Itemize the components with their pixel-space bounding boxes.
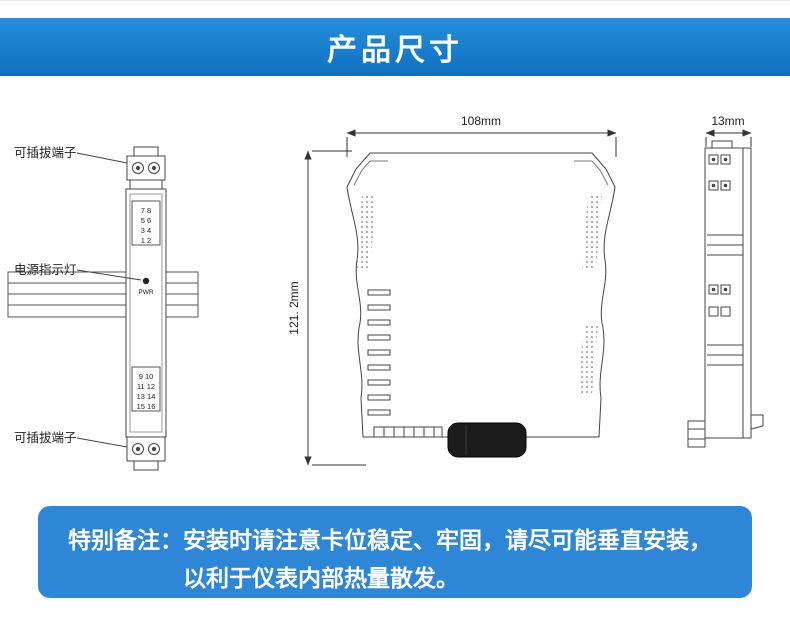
- page-title: 产品尺寸: [327, 34, 463, 67]
- vent-slots: [367, 289, 391, 416]
- dimensions-drawing: 7 8 5 6 3 4 1 2 PWR 9 10 11 12 13 14 15 …: [7, 114, 764, 471]
- depth-dimension-label: 13mm: [711, 114, 744, 128]
- vent-dot-band: [578, 325, 598, 393]
- terminal-row: 5 6: [141, 216, 151, 225]
- front-view-text: 7 8 5 6 3 4 1 2 PWR 9 10 11 12 13 14 15 …: [137, 206, 156, 411]
- terminal-row: 15 16: [137, 402, 156, 411]
- callout-labels: 可插拔端子 电源指示灯 可插拔端子: [14, 145, 142, 448]
- width-dimension: [346, 129, 617, 157]
- page-top-border: [0, 0, 790, 1]
- vent-dot-band: [582, 195, 602, 270]
- din-rail: [7, 271, 199, 318]
- power-led: [142, 277, 150, 285]
- pwr-label: PWR: [138, 289, 153, 296]
- label-terminal-top: 可插拔端子: [14, 145, 77, 160]
- front-view-module: [125, 146, 167, 471]
- clip-foot: [750, 414, 764, 430]
- side-profile-view: [346, 152, 616, 458]
- height-dimension-label: 121. 2mm: [287, 281, 301, 334]
- vent-dot-band: [356, 195, 376, 270]
- rail-stub: [687, 420, 706, 448]
- note-box: 特别备注： 安装时请注意卡位稳定、牢固，请尽可能垂直安装， 以利于仪表内部热量散…: [38, 506, 752, 598]
- top-terminal-number-block: [131, 200, 161, 246]
- width-dimension-label: 108mm: [461, 114, 501, 128]
- base-comb-detail: [373, 426, 443, 438]
- bottom-terminal-number-block: [131, 366, 161, 412]
- terminal-row: 7 8: [141, 206, 151, 215]
- terminal-row: 13 14: [137, 392, 156, 401]
- terminal-row: 11 12: [137, 382, 155, 391]
- side-view-module: [687, 140, 764, 448]
- din-clip: [447, 422, 527, 458]
- terminal-row: 1 2: [141, 236, 151, 245]
- terminal-row: 9 10: [139, 372, 154, 381]
- header-banner: 产品尺寸: [0, 18, 790, 76]
- depth-dimension: [705, 129, 752, 147]
- height-dimension: [304, 150, 366, 466]
- note-prefix: 特别备注：: [68, 527, 183, 553]
- label-power-led: 电源指示灯: [14, 262, 77, 277]
- terminal-row: 3 4: [141, 226, 151, 235]
- note-line-2: 以利于仪表内部热量散发。: [183, 565, 459, 591]
- note-line-1: 安装时请注意卡位稳定、牢固，请尽可能垂直安装，: [183, 527, 712, 553]
- label-terminal-bottom: 可插拔端子: [14, 430, 77, 445]
- note-lines: 安装时请注意卡位稳定、牢固，请尽可能垂直安装， 以利于仪表内部热量散发。: [183, 521, 712, 597]
